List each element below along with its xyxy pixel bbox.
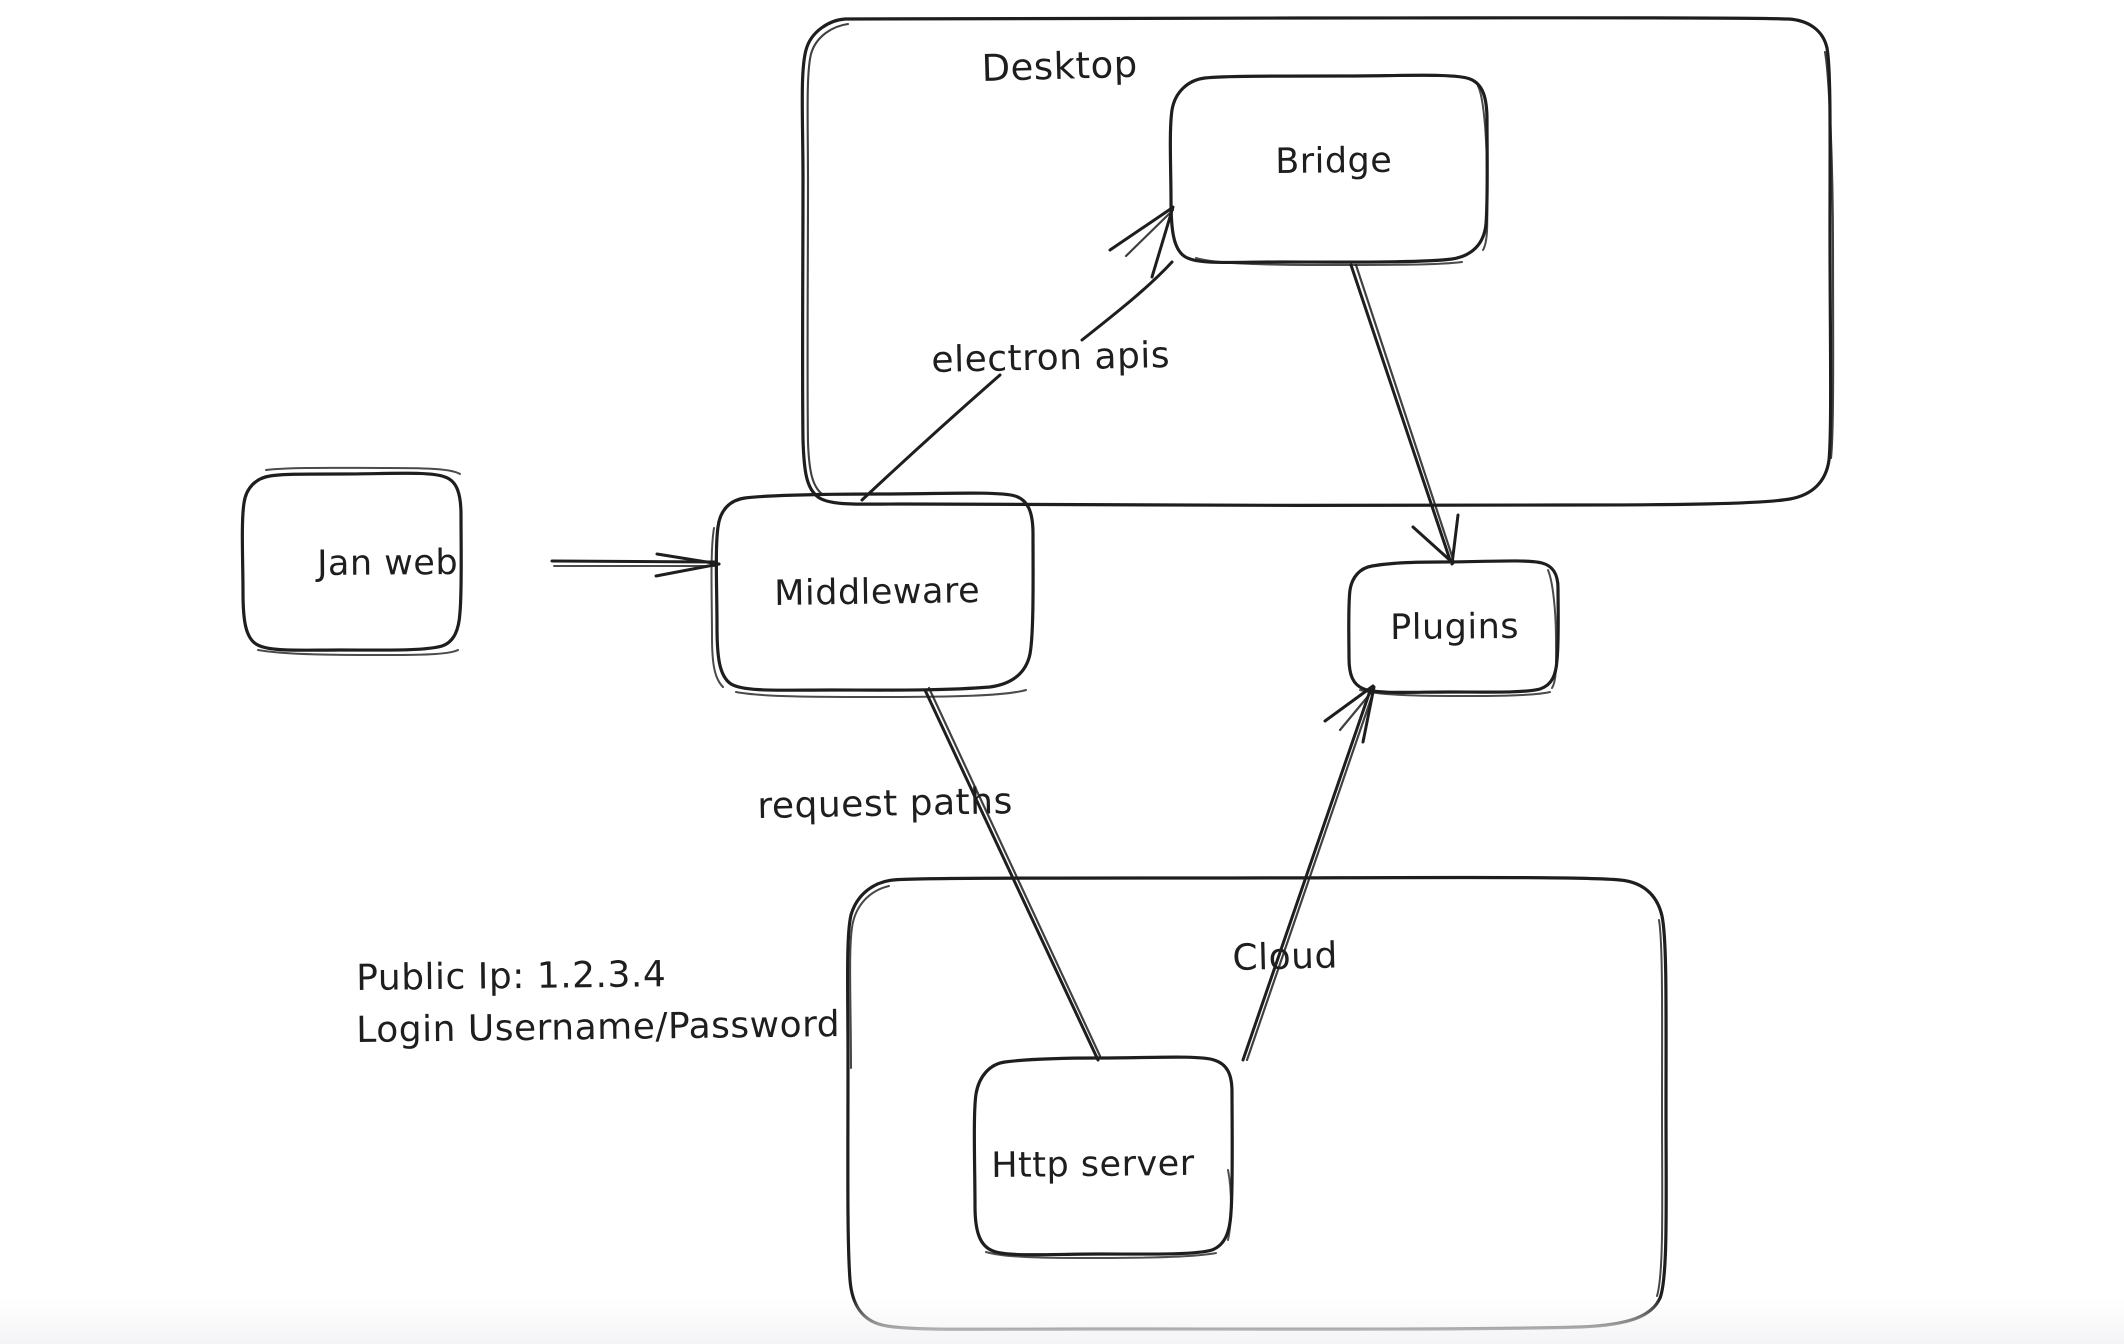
node-jan-web-shape bbox=[240, 466, 463, 656]
edge-label-electron-apis: electron apis bbox=[931, 335, 1171, 381]
node-label-bridge[interactable]: Bridge bbox=[1275, 140, 1393, 182]
edge-middleware-to-bridge bbox=[860, 205, 1175, 502]
notes-block: Public Ip: 1.2.3.4 Login Username/Passwo… bbox=[340, 955, 852, 1085]
node-label-http-server[interactable]: Http server bbox=[991, 1143, 1195, 1186]
node-http-server-shape bbox=[972, 1055, 1234, 1259]
edge-httpserver-to-plugins bbox=[1241, 684, 1376, 1062]
node-bridge-shape bbox=[1168, 73, 1489, 266]
node-label-jan-web[interactable]: Jan web bbox=[317, 543, 459, 584]
edge-middleware-to-httpserver bbox=[923, 686, 1102, 1062]
node-middleware-shape bbox=[710, 491, 1035, 698]
group-desktop-container bbox=[800, 16, 1835, 508]
edge-bridge-to-plugins bbox=[1349, 263, 1460, 566]
group-label-desktop: Desktop bbox=[981, 42, 1139, 90]
note-public-ip: Public Ip: 1.2.3.4 bbox=[356, 955, 667, 999]
node-label-plugins[interactable]: Plugins bbox=[1390, 606, 1520, 648]
node-plugins-shape bbox=[1347, 559, 1560, 697]
edge-label-cloud: Cloud bbox=[1232, 935, 1339, 979]
edge-janweb-to-middleware bbox=[550, 552, 721, 578]
note-login: Login Username/Password bbox=[356, 1004, 841, 1051]
node-label-middleware[interactable]: Middleware bbox=[774, 571, 981, 614]
edge-label-request-paths: request paths bbox=[757, 781, 1014, 827]
